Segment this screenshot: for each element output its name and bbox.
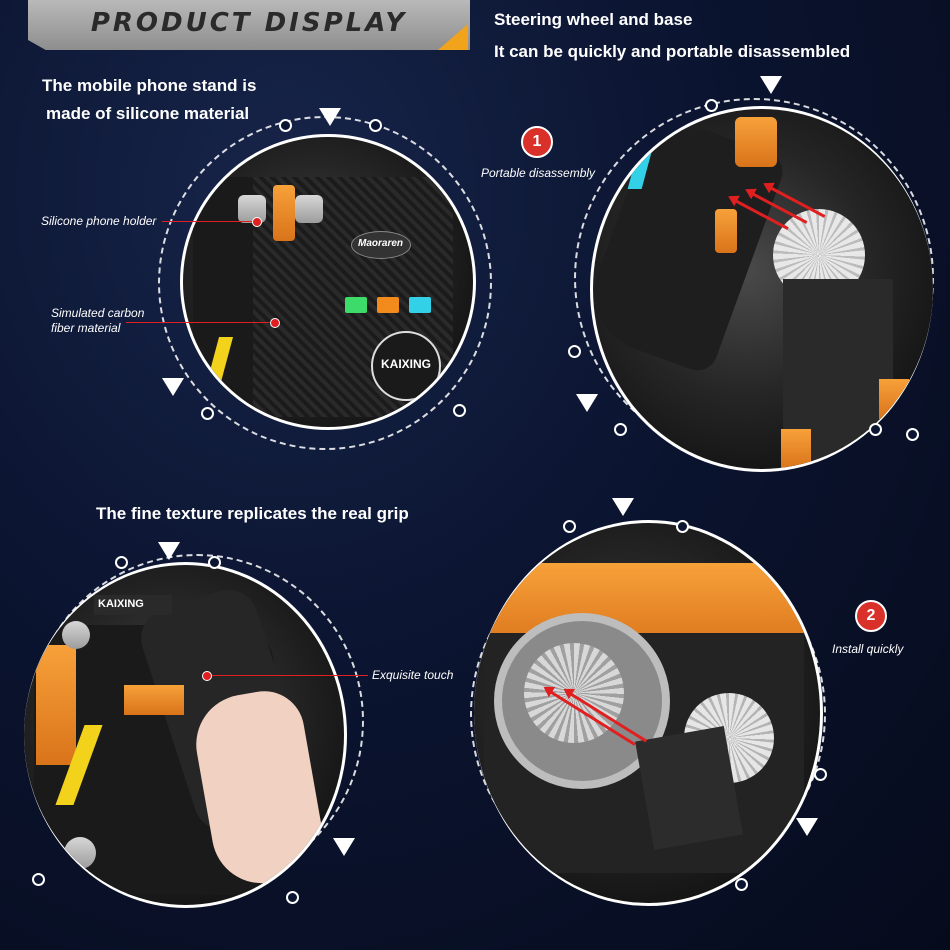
down-arrow-icon xyxy=(760,76,782,94)
page-title: PRODUCT DISPLAY xyxy=(90,8,408,38)
kaixing-strip: KAIXING xyxy=(94,595,172,615)
ring-node xyxy=(568,345,581,358)
panel2-product-image xyxy=(590,106,933,472)
label-exquisite-touch: Exquisite touch xyxy=(372,668,454,682)
panel4-product-image xyxy=(474,520,823,906)
callout-dot xyxy=(270,318,280,328)
down-arrow-icon xyxy=(162,378,184,396)
grey-knob xyxy=(62,621,90,649)
ring-node xyxy=(453,404,466,417)
ring-node xyxy=(563,520,576,533)
down-arrow-icon xyxy=(158,542,180,560)
panel2-heading-line2: It can be quickly and portable disassemb… xyxy=(494,42,851,61)
down-arrow-icon xyxy=(319,108,341,126)
down-arrow-icon xyxy=(612,498,634,516)
ring-node xyxy=(286,891,299,904)
orange-part xyxy=(781,429,811,469)
mount-plate xyxy=(635,726,743,850)
panel3-product-image: KAIXING xyxy=(24,562,347,908)
kaixing-badge-text: KAIXING xyxy=(381,357,432,371)
ring-node xyxy=(676,520,689,533)
orange-part xyxy=(879,379,909,419)
callout-dot xyxy=(202,671,212,681)
panel1-heading-line2: made of silicone material xyxy=(46,104,250,123)
down-arrow-icon xyxy=(576,394,598,412)
maoraren-logo: Maoraren xyxy=(351,231,411,259)
ring-node xyxy=(32,873,45,886)
orange-part xyxy=(124,685,184,715)
label-install-quickly: Install quickly xyxy=(832,642,904,656)
ring-node xyxy=(614,423,627,436)
leader-line xyxy=(162,221,258,222)
label-portable-disassembly: Portable disassembly xyxy=(481,166,596,180)
ring-node xyxy=(705,99,718,112)
leader-line xyxy=(126,322,274,323)
ring-node xyxy=(735,878,748,891)
green-light xyxy=(345,297,367,313)
grey-knob xyxy=(64,837,96,869)
label-carbon-line2: fiber material xyxy=(51,321,121,335)
ring-node xyxy=(869,423,882,436)
orange-light xyxy=(377,297,399,313)
cyan-light xyxy=(409,297,431,313)
panel2-heading-line1: Steering wheel and base xyxy=(494,10,693,29)
ring-node xyxy=(814,768,827,781)
down-arrow-icon xyxy=(796,818,818,836)
leader-line xyxy=(210,675,368,676)
step-badge-2: 2 xyxy=(855,600,887,632)
down-arrow-icon xyxy=(333,838,355,856)
step-badge-1: 1 xyxy=(521,126,553,158)
panel1-heading-line1: The mobile phone stand is xyxy=(42,76,257,95)
ring-node xyxy=(201,407,214,420)
ring-node xyxy=(115,556,128,569)
orange-part xyxy=(715,209,737,253)
label-silicone-holder: Silicone phone holder xyxy=(41,214,157,228)
kaixing-badge: KAIXING xyxy=(371,331,441,401)
phone-holder-right xyxy=(295,195,323,223)
header-banner xyxy=(28,0,470,50)
ring-node xyxy=(906,428,919,441)
orange-part xyxy=(36,645,76,765)
panel3-heading: The fine texture replicates the real gri… xyxy=(96,504,409,523)
orange-part xyxy=(735,117,777,167)
ring-node xyxy=(369,119,382,132)
callout-dot xyxy=(252,217,262,227)
ring-node xyxy=(208,556,221,569)
maoraren-logo-text: Maoraren xyxy=(358,238,404,249)
kaixing-strip-text: KAIXING xyxy=(98,598,144,610)
orange-part xyxy=(273,185,295,241)
label-carbon-line1: Simulated carbon xyxy=(51,306,145,320)
panel1-product-image: Maoraren KAIXING xyxy=(180,134,476,430)
ring-node xyxy=(279,119,292,132)
banner-accent xyxy=(438,24,468,50)
